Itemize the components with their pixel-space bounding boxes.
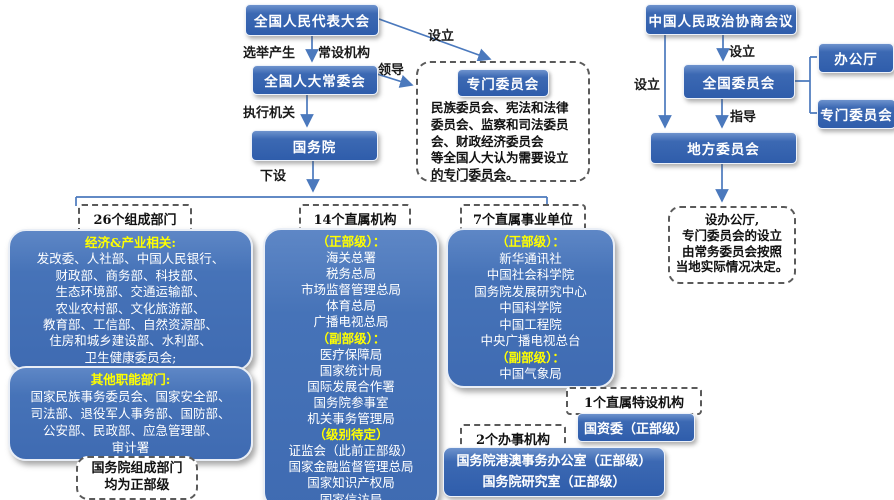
label-establish-cppcc-left: 设立 — [634, 78, 661, 93]
node-special-committee: 专门委员会 — [457, 69, 549, 97]
label-lead: 领导 — [378, 63, 405, 78]
node-local-committee: 地方委员会 — [650, 132, 797, 164]
node-cppcc-office: 办公厅 — [818, 43, 894, 73]
label-subordinate: 下设 — [260, 169, 287, 184]
node-npc-standing-committee: 全国人大常委会 — [252, 65, 378, 95]
note-local-committee: 设办公厅, 专门委员会的设立 由常务委员会按照 当地实际情况决定。 — [668, 206, 796, 284]
label-establish-cppcc-center: 设立 — [729, 45, 756, 60]
node-cppcc-national-committee: 全国委员会 — [683, 64, 795, 99]
label-establish-npc: 设立 — [428, 29, 455, 44]
panel-special-committee: 专门委员会 民族委员会、宪法和法律 委员会、监察和司法委员 会、财政经济委员会 … — [416, 61, 590, 182]
node-state-council: 国务院 — [251, 130, 378, 161]
special-committee-note: 民族委员会、宪法和法律 委员会、监察和司法委员 会、财政经济委员会 等全国人大认… — [431, 100, 569, 183]
node-npc: 全国人民代表大会 — [245, 4, 379, 36]
node-cppcc-special-committee: 专门委员会 — [817, 99, 894, 129]
node-admin-offices: 国务院港澳事务办公室（正部级） 国务院研究室（正部级） — [443, 447, 665, 497]
panel-economic-departments: 经济&产业相关: 发改委、人社部、中国人民银行、 财政部、商务部、科技部、 生态… — [8, 229, 253, 371]
note-departments-rank: 国务院组成部门 均为正部级 — [76, 456, 198, 500]
panel-direct-agencies: （正部级）： 海关总署 税务总局 市场监督管理总局 体育总局 广播电视总局 （副… — [263, 228, 439, 500]
label-executive-organ: 执行机关 — [243, 106, 296, 121]
label-standing-body: 常设机构 — [318, 46, 371, 61]
label-1-special-org: 1个直属特设机构 — [566, 387, 702, 415]
label-26-departments: 26个组成部门 — [78, 204, 192, 233]
node-cppcc: 中国人民政治协商会议 — [645, 4, 797, 35]
label-guide: 指导 — [730, 110, 757, 125]
panel-institutions: （正部级）： 新华通讯社 中国社会科学院 国务院发展研究中心 中国科学院 中国工… — [446, 228, 615, 388]
label-elected-by: 选举产生 — [243, 46, 296, 61]
panel-other-departments: 其他职能部门: 国家民族事务委员会、国家安全部、 司法部、退役军人事务部、国防部… — [8, 366, 253, 461]
node-sasac: 国资委（正部级） — [577, 413, 695, 442]
